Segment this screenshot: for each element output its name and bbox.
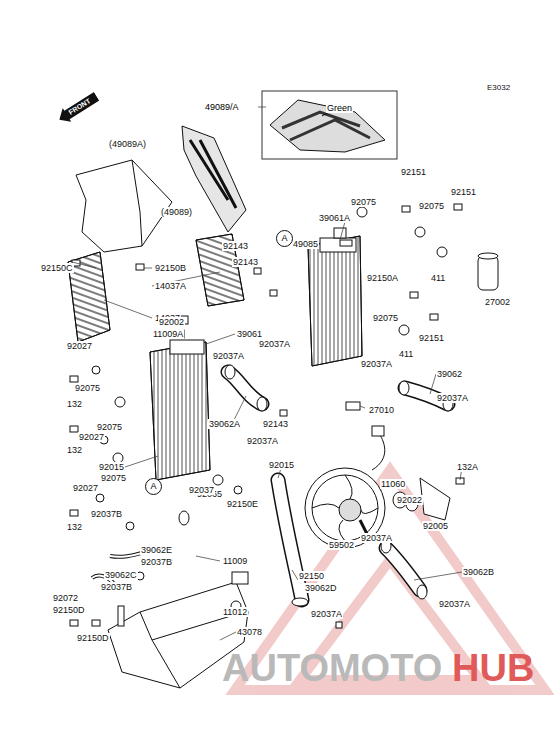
callout-number: 92150	[298, 571, 325, 581]
callout-number: 92150B	[154, 263, 187, 273]
callout-number: 92037A	[438, 599, 471, 609]
callout-number: 92037B	[90, 509, 123, 519]
callout-number: 92151	[418, 333, 445, 343]
callout-number: 92072	[52, 593, 79, 603]
callout-number: 92075	[372, 313, 399, 323]
callout-number: 92015	[98, 462, 125, 472]
callout-number: 92022	[396, 495, 423, 505]
color-note: Green	[326, 103, 353, 113]
callout-number: 132	[66, 399, 83, 409]
callout-number: 39062A	[208, 419, 241, 429]
callout-number: 411	[398, 349, 414, 359]
callout-number: (49089A)	[108, 139, 147, 149]
callout-number: 92005	[422, 521, 449, 531]
callout-number: 43078	[236, 627, 263, 637]
callout-number: 92151	[400, 167, 427, 177]
callout-number: 92037	[188, 485, 215, 495]
watermark-text: HUB	[452, 648, 534, 688]
callout-number: 39062D	[304, 583, 338, 593]
callout-number: 92151	[450, 187, 477, 197]
figure-code: E3032	[486, 83, 511, 93]
callout-number: 11009A	[152, 329, 184, 339]
callout-number: 92150D	[76, 633, 110, 643]
callout-number: 92143	[262, 419, 289, 429]
callout-number: 92027	[78, 432, 105, 442]
callout-number: 59502	[328, 540, 355, 550]
callout-number: 92075	[100, 473, 127, 483]
callout-number: 92037A	[360, 359, 393, 369]
callout-number: 132A	[456, 462, 479, 472]
callout-number: 27002	[484, 297, 511, 307]
callout-number: 92143	[222, 241, 249, 251]
callout-number: 92037A	[258, 339, 291, 349]
callout-number: 39062C	[104, 570, 138, 580]
callout-number: 92075	[74, 383, 101, 393]
callout-number: 92037A	[360, 533, 393, 543]
callout-number: 92143	[232, 257, 259, 267]
callout-number: 11012	[222, 607, 248, 617]
callout-number: 27010	[368, 405, 395, 415]
callout-number: 92002	[158, 317, 185, 327]
direction-label: FRONT	[67, 96, 93, 117]
callout-number: 92037B	[140, 557, 173, 567]
watermark-text: AUTOMOTO	[222, 648, 442, 688]
part-number: 49089/A	[204, 102, 240, 112]
callout-number: 92075	[350, 197, 377, 207]
callout-number: 11060	[380, 479, 406, 489]
callout-number: (49089)	[160, 207, 193, 217]
callout-number: 132	[66, 445, 83, 455]
callout-number: 92075	[418, 201, 445, 211]
callout-number: 14037A	[154, 281, 187, 291]
callout-number: 92150E	[226, 499, 259, 509]
callout-number: 92027	[72, 483, 99, 493]
callout-number: 92150D	[52, 605, 86, 615]
callout-number: 39062	[436, 369, 463, 379]
reference-letter: A	[146, 479, 161, 494]
callout-number: 39062E	[140, 545, 173, 555]
callout-number: 92037B	[100, 582, 133, 592]
callout-number: 132	[66, 522, 83, 532]
reference-circle: A	[276, 230, 293, 247]
callout-number: 39061A	[318, 213, 351, 223]
callout-number: 92075	[96, 422, 123, 432]
callout-number: 92037A	[310, 609, 343, 619]
callout-number: 11009	[222, 556, 248, 566]
callout-number: 92150A	[366, 273, 399, 283]
reference-circle: A	[145, 478, 162, 495]
front-arrow: FRONT	[55, 90, 101, 127]
callout-number: 92037A	[436, 393, 469, 403]
callout-number: 92027	[66, 341, 93, 351]
callout-number: 92037A	[212, 351, 245, 361]
inset-box: 49089/AGreen	[262, 91, 397, 159]
callout-number: 92150C	[40, 263, 74, 273]
callout-number: 49085	[292, 239, 319, 249]
callout-number: 92037A	[246, 436, 279, 446]
callout-number: 39062B	[462, 567, 495, 577]
callout-number: 411	[430, 273, 446, 283]
callout-number: 39061	[236, 329, 263, 339]
reference-letter: A	[277, 231, 292, 246]
callout-number: 92015	[268, 460, 295, 470]
